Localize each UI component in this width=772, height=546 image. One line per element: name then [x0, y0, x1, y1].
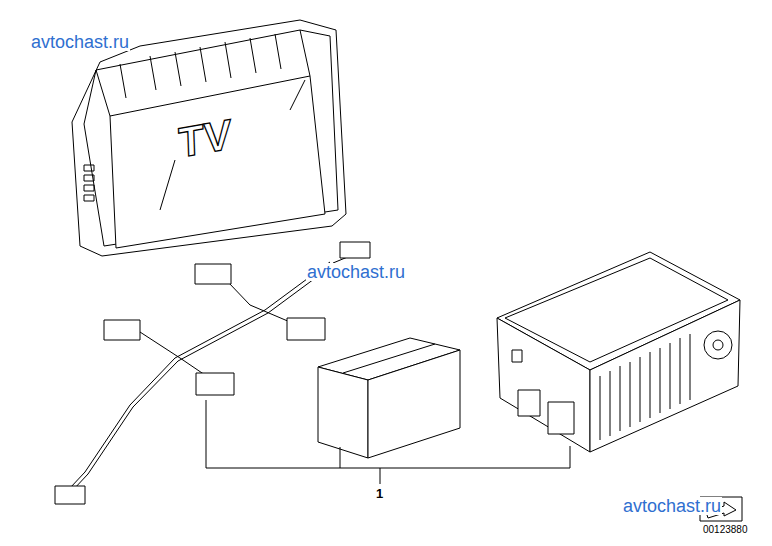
watermark: avtochast.ru — [622, 497, 722, 515]
wiring-harness — [55, 242, 370, 504]
callout-number: 1 — [376, 487, 383, 500]
screen-text: TV — [178, 113, 232, 165]
display-drawing — [72, 20, 346, 256]
package-box — [318, 338, 460, 458]
watermark: avtochast.ru — [30, 33, 130, 51]
diagram-id: 00123880 — [703, 525, 748, 535]
watermark: avtochast.ru — [306, 263, 406, 281]
leader-lines — [206, 400, 570, 484]
tv-module — [497, 252, 740, 452]
